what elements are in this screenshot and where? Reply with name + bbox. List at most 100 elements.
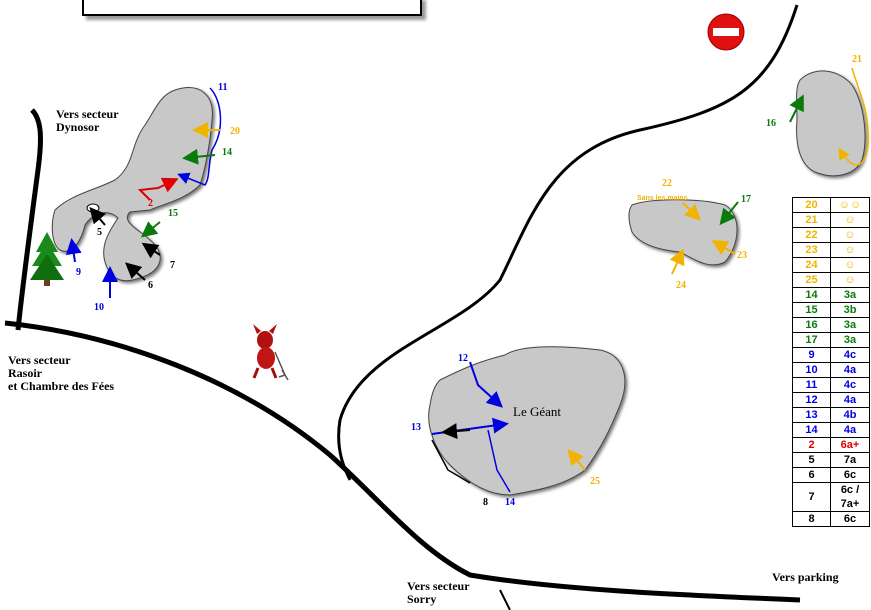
arrow-17 — [719, 201, 739, 226]
grade-row: 21☺ — [792, 212, 870, 228]
arrow-16 — [789, 94, 804, 123]
grade-value: 3b — [830, 302, 870, 318]
grade-value: 4a — [830, 422, 870, 438]
route-21-line — [838, 67, 869, 166]
grade-route: 7 — [792, 482, 831, 512]
grade-route: 17 — [792, 332, 831, 348]
grade-route: 24 — [792, 257, 831, 273]
arrow-9 — [65, 238, 82, 263]
grade-value: 6c — [830, 467, 870, 483]
grade-value: ☺ — [830, 242, 870, 258]
grade-route: 5 — [792, 452, 831, 468]
route-num-11: 11 — [218, 82, 227, 93]
grade-value: 6a+ — [830, 437, 870, 453]
grade-route: 6 — [792, 467, 831, 483]
grade-value: 3a — [830, 332, 870, 348]
route-num-24: 24 — [676, 280, 686, 291]
grade-route: 15 — [792, 302, 831, 318]
route-num-5: 5 — [97, 227, 102, 238]
grade-route: 11 — [792, 377, 831, 393]
route-num-20: 20 — [230, 126, 240, 137]
grade-value: ☺ — [830, 272, 870, 288]
arrow-7 — [141, 242, 161, 259]
title-box — [82, 0, 422, 16]
grade-value: ☺ — [830, 227, 870, 243]
grade-route: 21 — [792, 212, 831, 228]
boulder-name-geant: Le Géant — [513, 404, 561, 419]
grade-route: 16 — [792, 317, 831, 333]
grade-value: ☺ — [830, 257, 870, 273]
arrow-23 — [711, 239, 736, 256]
grade-row: 22☺ — [792, 227, 870, 243]
grade-value: 6c / 7a+ — [830, 482, 870, 512]
boulder-16-21 — [796, 70, 866, 177]
label-parking: Vers parking — [772, 570, 839, 584]
route-14-line — [487, 429, 511, 493]
grade-row: 23☺ — [792, 242, 870, 258]
arrow-25 — [567, 448, 586, 471]
route-num-25: 25 — [590, 476, 600, 487]
label-sorry: Vers secteur Sorry — [407, 579, 470, 606]
grade-row: 24☺ — [792, 257, 870, 273]
grade-route: 23 — [792, 242, 831, 258]
sans-les-mains-label: Sans les mains — [637, 195, 688, 202]
route-num-12: 12 — [458, 353, 468, 364]
grade-route: 14 — [792, 287, 831, 303]
devil-icon — [252, 324, 289, 381]
grade-route: 8 — [792, 511, 831, 527]
route-num-21: 21 — [852, 54, 862, 65]
boulder-geant — [428, 346, 626, 496]
pine-tree-icon — [30, 232, 64, 286]
route-num-14-dyn: 14 — [222, 147, 232, 158]
grade-value: 4c — [830, 377, 870, 393]
trail-north — [337, 4, 799, 481]
grade-route: 10 — [792, 362, 831, 378]
arrow-14-dyn — [182, 148, 216, 165]
route-num-15: 15 — [168, 208, 178, 219]
route-num-13: 13 — [411, 422, 421, 433]
route-num-17: 17 — [741, 194, 751, 205]
arrow-5 — [89, 206, 106, 226]
trail-main — [4, 320, 801, 603]
grade-value: ☺ — [830, 212, 870, 228]
grade-value: 6c — [830, 511, 870, 527]
label-rasoir: Vers secteur Rasoir et Chambre des Fées — [8, 353, 115, 393]
grade-route: 12 — [792, 392, 831, 408]
grade-route: 25 — [792, 272, 831, 288]
grade-value: 7a — [830, 452, 870, 468]
grade-value: 4c — [830, 347, 870, 363]
trail-sorry — [499, 589, 511, 610]
arrow-24 — [669, 248, 685, 275]
route-11-line — [177, 87, 222, 186]
grade-row: 20☺☺ — [792, 197, 870, 213]
route-num-16: 16 — [766, 118, 776, 129]
grade-route: 9 — [792, 347, 831, 363]
route-num-8: 8 — [483, 497, 488, 508]
route-num-10: 10 — [94, 302, 104, 313]
grade-value: 3a — [830, 287, 870, 303]
route-num-7: 7 — [170, 260, 175, 271]
grade-route: 22 — [792, 227, 831, 243]
route-num-9: 9 — [76, 267, 81, 278]
grade-value: 4a — [830, 362, 870, 378]
boulder-22-24 — [628, 199, 738, 266]
boulder-dynosor — [51, 87, 213, 282]
route-8-line — [431, 439, 471, 484]
route-num-14-geant: 14 — [505, 497, 515, 508]
route-num-2: 2 — [148, 198, 153, 209]
grade-route: 14 — [792, 422, 831, 438]
arrow-8 — [441, 423, 471, 440]
grade-value: 4a — [830, 392, 870, 408]
grade-route: 20 — [792, 197, 831, 213]
